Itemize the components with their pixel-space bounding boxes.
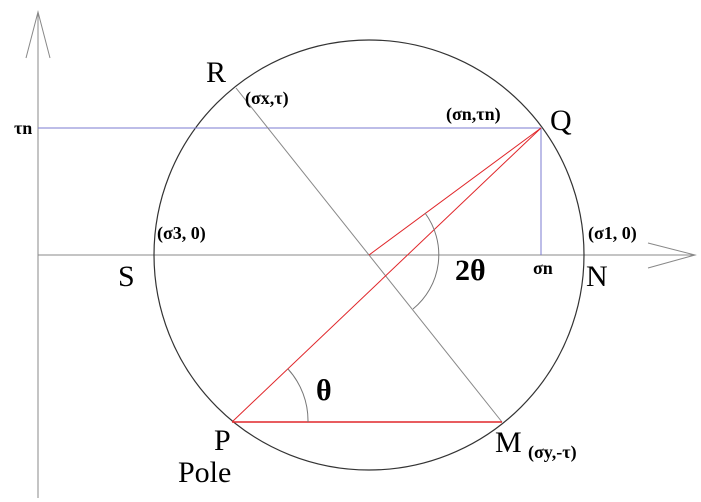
label-p: P xyxy=(214,424,231,457)
coord-q: (σn,τn) xyxy=(446,104,501,125)
coord-r: (σx,τ) xyxy=(245,88,289,109)
double-angle-label: 2θ xyxy=(455,254,486,287)
label-r: R xyxy=(206,56,226,89)
label-q: Q xyxy=(550,104,572,137)
coord-s: (σ3, 0) xyxy=(157,223,206,244)
label-s: S xyxy=(118,260,135,293)
sigma-axis-arrow-icon xyxy=(647,242,697,269)
double-angle-arc xyxy=(412,212,440,310)
line-p-q xyxy=(231,127,542,423)
tau-axis-arrow-icon xyxy=(25,10,51,59)
label-m: M xyxy=(495,426,522,459)
mohr-circle xyxy=(153,39,585,471)
coord-m: (σy,-τ) xyxy=(528,442,577,463)
coord-n: (σ1, 0) xyxy=(588,223,637,244)
tau-n-label: τn xyxy=(14,118,32,138)
angle-label: θ xyxy=(316,374,332,407)
sigma-n-label: σn xyxy=(533,258,553,278)
line-center-q xyxy=(368,127,542,256)
label-n: N xyxy=(586,260,608,293)
angle-arc xyxy=(287,368,309,423)
label-pole: Pole xyxy=(178,456,231,489)
